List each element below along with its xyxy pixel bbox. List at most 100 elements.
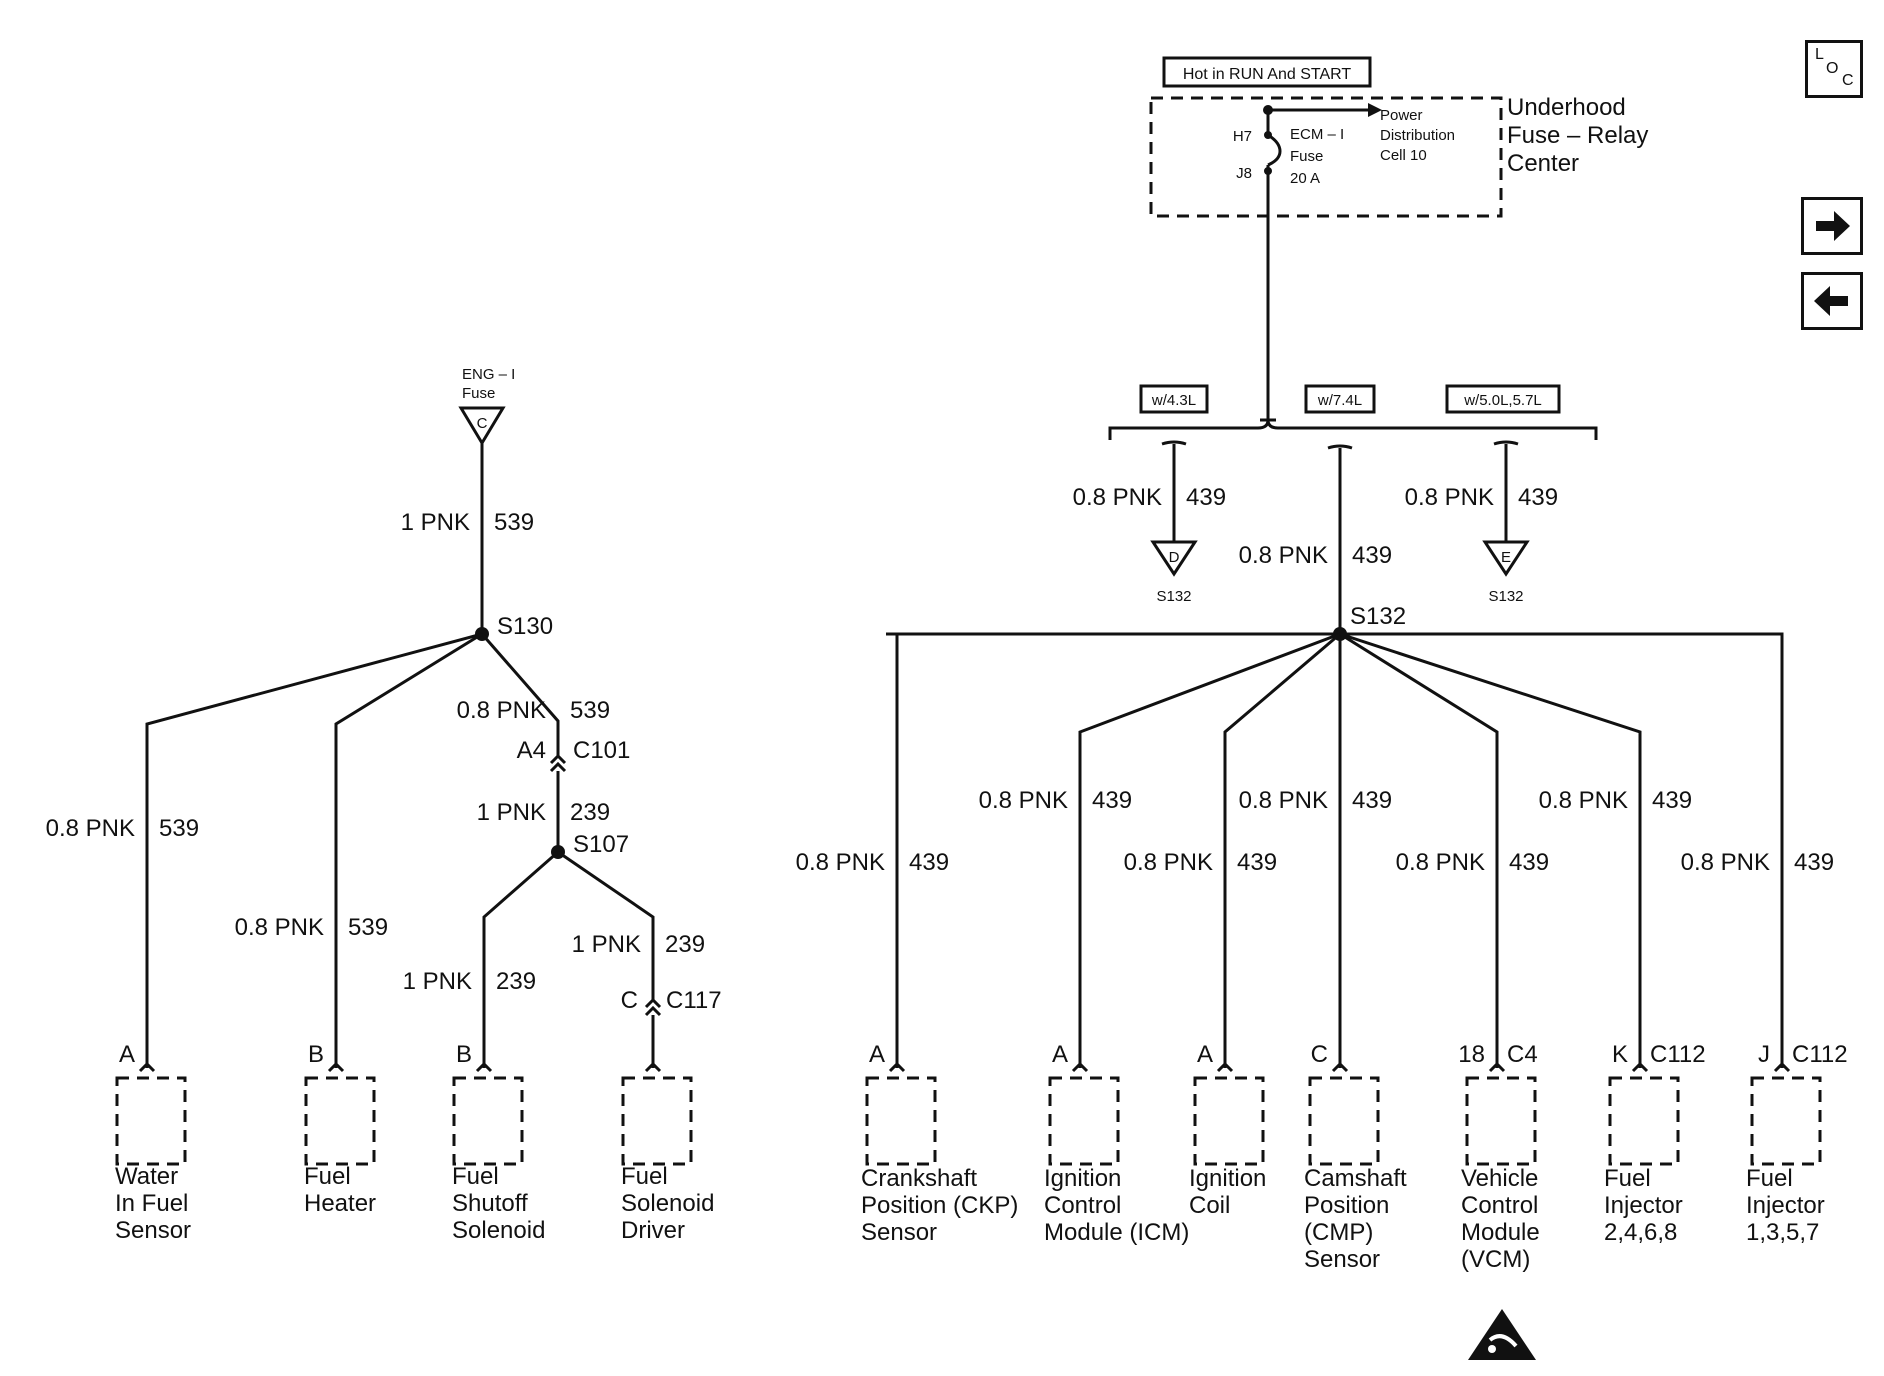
eng-fuse-label-2: Fuse <box>462 385 495 402</box>
component-name: Sensor <box>861 1219 937 1246</box>
circuit-number: 239 <box>665 931 705 958</box>
wire <box>334 632 483 1068</box>
option-drop-7-4l: 0.8 PNK 439 <box>1239 444 1392 634</box>
component-name: Position <box>1304 1192 1389 1219</box>
pdc-label-1: Power <box>1380 107 1423 124</box>
component-name: Camshaft <box>1304 1165 1407 1192</box>
pin-terminal-icon <box>1331 1061 1349 1073</box>
wire-color: 0.8 PNK <box>46 815 135 842</box>
component-name: Module (ICM) <box>1044 1219 1189 1246</box>
fuse-element-icon <box>1267 133 1282 167</box>
pin-label: B <box>456 1041 472 1068</box>
option-bracket <box>1108 419 1598 440</box>
location-button[interactable]: L O C <box>1805 40 1863 98</box>
wire <box>1223 632 1341 1068</box>
drop-e-letter: E <box>1501 549 1511 566</box>
wire-color: 0.8 PNK <box>796 849 885 876</box>
center-circuit: 439 <box>1352 542 1392 569</box>
component-name: Shutoff <box>452 1190 528 1217</box>
connector-label: C4 <box>1507 1041 1538 1068</box>
c101-connector-icon <box>549 753 567 773</box>
component-name: Module <box>1461 1219 1540 1246</box>
component-box <box>1750 1076 1822 1166</box>
pin-h7: H7 <box>1233 128 1252 145</box>
pin-terminal-icon <box>475 1061 493 1073</box>
fuse-box-title-1: Underhood <box>1507 94 1626 121</box>
pdc-arrow-icon <box>1368 103 1382 117</box>
drop-e-circuit: 439 <box>1518 484 1558 511</box>
component-name: Fuel <box>621 1163 668 1190</box>
wire-color: 0.8 PNK <box>235 914 324 941</box>
component-name: Solenoid <box>621 1190 714 1217</box>
eng-fuse-label-1: ENG – I <box>462 366 515 383</box>
fuse-name-1: ECM – I <box>1290 126 1344 143</box>
circuit-number: 539 <box>159 815 199 842</box>
sub-circuit: 239 <box>570 799 610 826</box>
fuse-box-title-3: Center <box>1507 150 1579 177</box>
c117-label: C117 <box>666 987 722 1014</box>
drop-d-circuit: 439 <box>1186 484 1226 511</box>
component-name: Control <box>1044 1192 1121 1219</box>
connector-label: C112 <box>1792 1041 1848 1068</box>
drop-e-wire: 0.8 PNK <box>1405 484 1494 511</box>
mid-wire: 0.8 PNK <box>457 697 546 724</box>
loc-letter-o: O <box>1826 60 1839 77</box>
hot-in-run-box <box>1162 56 1372 88</box>
component-box <box>1608 1076 1680 1166</box>
loc-letter-c: C <box>1842 72 1854 89</box>
arrow-right-icon <box>1816 211 1850 241</box>
eng-fuse-triangle-icon <box>458 406 506 446</box>
option-drop-4-3l: D S132 0.8 PNK 439 <box>1073 440 1226 605</box>
component-box <box>452 1076 524 1166</box>
wire <box>1078 632 1341 1068</box>
circuit-number: 439 <box>1352 787 1392 814</box>
esd-warning-icon <box>1468 1309 1536 1360</box>
circuit-number: 439 <box>909 849 949 876</box>
option-5-0l-5-7l: w/5.0L,5.7L <box>1463 392 1542 409</box>
component-name: 2,4,6,8 <box>1604 1219 1677 1246</box>
underhood-fuse-relay-center: Hot in RUN And START Underhood Fuse – Re… <box>1149 56 1648 420</box>
c101-pin: A4 <box>517 737 546 764</box>
loc-letter-l: L <box>1815 46 1824 63</box>
component-name: Crankshaft <box>861 1165 977 1192</box>
drop-d-splice: S132 <box>1156 588 1191 605</box>
previous-page-button[interactable] <box>1801 272 1863 330</box>
next-page-button[interactable] <box>1801 197 1863 255</box>
circuit-number: 539 <box>348 914 388 941</box>
component-name: 1,3,5,7 <box>1746 1219 1819 1246</box>
eng-fuse-letter: C <box>477 415 488 432</box>
circuit-number: 439 <box>1794 849 1834 876</box>
pin-label: A <box>869 1041 885 1068</box>
pin-label: K <box>1612 1041 1628 1068</box>
splice-pack-d-icon <box>1150 540 1198 577</box>
pin-terminal-icon <box>644 1061 662 1073</box>
fuse-name-3: 20 A <box>1290 170 1320 187</box>
wire-color: 1 PNK <box>572 931 641 958</box>
s132-label: S132 <box>1350 603 1406 630</box>
wire <box>557 850 655 1000</box>
component-name: Solenoid <box>452 1217 545 1244</box>
pin-terminal-icon <box>327 1061 345 1073</box>
sub-wire: 1 PNK <box>477 799 546 826</box>
component-name: Fuel <box>452 1163 499 1190</box>
wire-color: 0.8 PNK <box>1239 787 1328 814</box>
pin-terminal-icon <box>1631 1061 1649 1073</box>
circuit-number: 439 <box>1237 849 1277 876</box>
circuit-number: 439 <box>1092 787 1132 814</box>
fuse-name-2: Fuse <box>1290 148 1323 165</box>
s107-label: S107 <box>573 831 629 858</box>
option-4-3l: w/4.3L <box>1151 392 1196 409</box>
wire <box>145 632 483 1068</box>
component-name: (CMP) <box>1304 1219 1373 1246</box>
component-box <box>1193 1076 1265 1166</box>
pin-terminal-icon <box>888 1061 906 1073</box>
wire-color: 0.8 PNK <box>979 787 1068 814</box>
pin-terminal-icon <box>1773 1061 1791 1073</box>
